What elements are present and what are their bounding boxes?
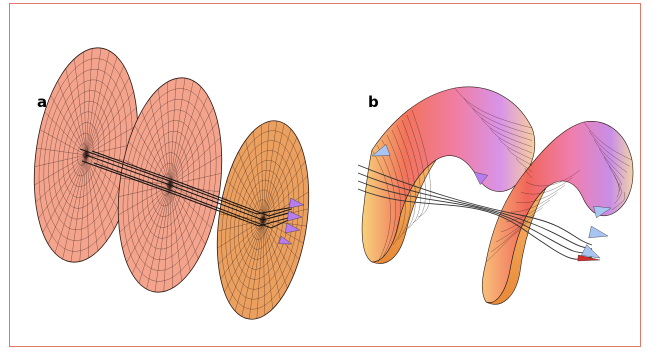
panel-a [21, 41, 320, 325]
panel-b [358, 87, 633, 304]
cone [589, 226, 608, 238]
panel-label-b: b [368, 93, 379, 111]
cone [581, 245, 600, 258]
panel-label-a: a [37, 93, 47, 111]
